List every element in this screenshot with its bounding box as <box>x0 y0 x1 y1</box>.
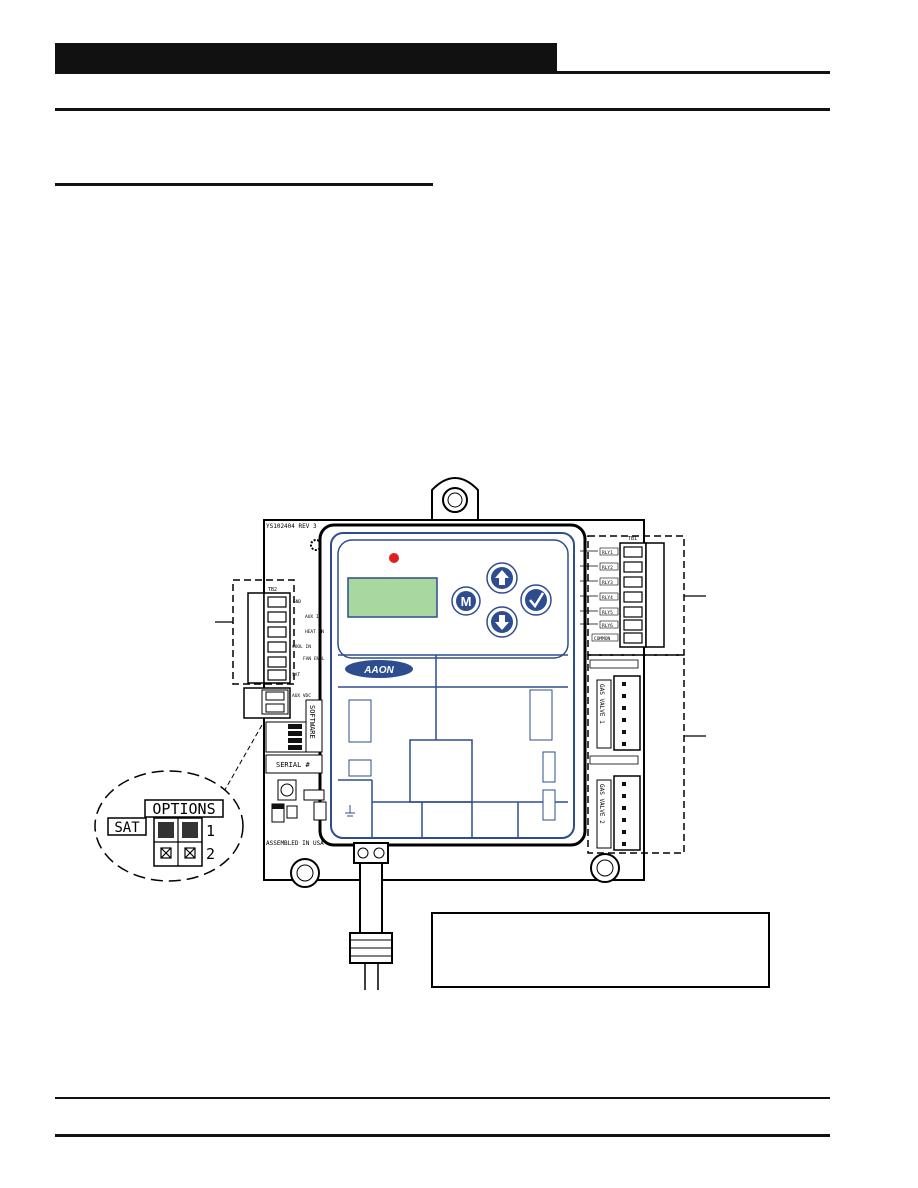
right-terminal-1: RLY2 <box>602 565 613 571</box>
header-rule <box>557 71 830 74</box>
option-row-2-label: 2 <box>206 845 215 863</box>
enter-button <box>525 589 547 611</box>
right-terminal-2: RLY3 <box>602 580 613 586</box>
mode-button-label: M <box>461 594 472 609</box>
left-terminal-5: SAT <box>292 672 300 678</box>
right-terminal-5: RLY6 <box>602 623 613 629</box>
gas-valve-2-label: GAS VALVE 2 <box>598 784 605 824</box>
lcd-display <box>347 577 438 618</box>
tb2-label: TB2 <box>268 587 277 593</box>
mode-button <box>456 591 476 611</box>
status-led <box>389 553 399 563</box>
right-terminal-3: RLY4 <box>602 595 613 601</box>
right-terminal-4: RLY5 <box>602 610 613 616</box>
brand-label: AAON <box>363 665 394 676</box>
option-1-left-switch <box>158 822 174 838</box>
assembled-label: ASSEMBLED IN USA <box>266 840 324 847</box>
left-terminal-2: HEAT IN <box>305 629 324 635</box>
left-dashed-highlight <box>232 579 295 685</box>
right-terminal-6: COMMON <box>594 636 611 642</box>
software-label: SOFTWARE <box>308 705 316 739</box>
ground-icon <box>345 805 355 817</box>
options-label: OPTIONS <box>152 800 215 818</box>
tb1-label: TB1 <box>628 536 637 542</box>
sat-label: SAT <box>114 820 140 836</box>
option-2-left-switch <box>160 847 172 859</box>
right-dashed-highlight-bottom <box>587 654 685 854</box>
option-row-1-label: 1 <box>206 822 215 840</box>
aaon-logo <box>345 660 413 678</box>
up-arrow-icon <box>495 570 509 585</box>
serial-label: SERIAL # <box>276 761 311 769</box>
left-terminal-0: GND <box>293 599 301 605</box>
gas-valve-1-label: GAS VALVE 1 <box>598 684 605 724</box>
down-arrow-icon <box>495 615 509 630</box>
option-2-right-switch <box>184 847 196 859</box>
left-terminal-6: AUX VDC <box>292 693 311 699</box>
left-terminal-4: FAN ENBL <box>303 656 325 662</box>
footer-rule-1 <box>55 1097 830 1099</box>
left-terminal-3: COOL IN <box>292 644 311 650</box>
note-box <box>431 912 770 988</box>
left-terminal-1: AUX IN <box>305 614 322 620</box>
right-terminal-0: RLY1 <box>602 550 613 556</box>
footer-rule-2 <box>55 1134 830 1137</box>
top-rule <box>55 108 830 111</box>
option-1-right-switch <box>182 822 198 838</box>
section-rule <box>55 183 433 186</box>
board-revision: YS102404 REV 3 <box>266 523 317 530</box>
checkmark-icon <box>529 592 545 609</box>
header-bar <box>55 43 557 74</box>
